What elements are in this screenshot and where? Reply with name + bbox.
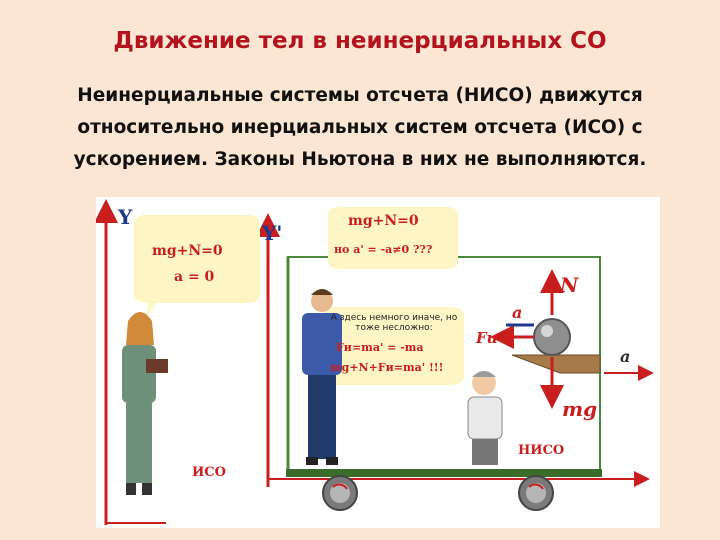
bubble-center-line2: mg+N+Fи=ma' !!!	[330, 361, 444, 374]
ball	[533, 318, 571, 356]
label-a-prime: a	[512, 303, 523, 322]
label-mg: mg	[562, 397, 598, 421]
speech-bubble-top	[328, 207, 458, 269]
wheel-right	[518, 475, 554, 511]
label-n: N	[560, 273, 579, 297]
label-iso: ИСО	[192, 465, 226, 480]
teacher-figure	[122, 312, 168, 495]
physics-illustration: Y Y' mg+N=0 a = 0 mg+N=0 но a' = -a≠0 ??…	[96, 197, 660, 528]
wheel-left	[322, 475, 358, 511]
man-figure	[302, 289, 342, 465]
bubble-left-line1: mg+N=0	[152, 243, 223, 259]
slide-title: Движение тел в неинерциальных СО	[113, 28, 607, 54]
bubble-center-note: А здесь немного иначе, но тоже несложно:	[330, 313, 458, 333]
slide-body-text: Неинерциальные системы отсчета (НИСО) дв…	[73, 85, 647, 170]
illustration-drawing	[96, 199, 654, 525]
cart-platform	[286, 469, 602, 477]
inclined-shelf	[511, 354, 601, 374]
bubble-center-line1: Fи=ma' = -ma	[336, 341, 424, 354]
axis-y-left-label: Y	[118, 205, 133, 229]
speech-bubble-left	[134, 215, 260, 317]
bubble-top-line1: mg+N=0	[348, 213, 419, 229]
scientist-figure	[467, 371, 503, 465]
bubble-left-line2: a = 0	[174, 269, 215, 285]
label-fi: Fи	[476, 329, 498, 347]
label-niso: НИСО	[518, 443, 565, 458]
bubble-top-line2: но a' = -a≠0 ???	[334, 243, 433, 256]
speech-bubble-center	[324, 307, 464, 385]
axis-y-right-label: Y'	[262, 221, 283, 245]
label-a-right: a	[620, 347, 631, 366]
